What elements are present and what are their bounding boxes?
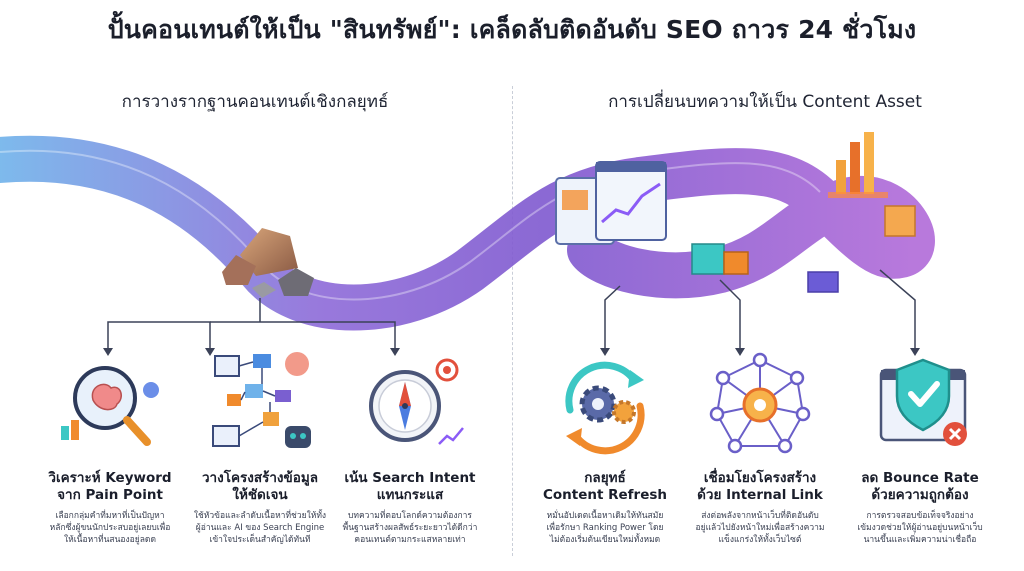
structure-flowchart-icon: [212, 352, 311, 448]
section-heading-foundation: การวางรากฐานคอนเทนต์เชิงกลยุทธ์: [121, 92, 389, 112]
gears-refresh-icon: [565, 361, 645, 455]
shield-check-icon: [879, 358, 967, 446]
journey-ribbon: [0, 135, 935, 331]
card-title: วางโครงสร้างข้อมูลให้ชัดเจน: [201, 470, 319, 503]
card-data-structure: วางโครงสร้างข้อมูลให้ชัดเจน ใช้หัวข้อและ…: [185, 350, 335, 546]
card-description: เลือกกลุ่มคำที่มหาที่เป็นปัญหาหลักซึ่งผู…: [49, 511, 171, 545]
card-content-refresh: กลยุทธ์Content Refresh หมั่นอัปเดตเนื้อห…: [530, 350, 680, 546]
browser-windows-illustration: [555, 161, 667, 245]
section-divider: [512, 86, 513, 556]
card-description: บทความที่ตอบโลกด์ความต้องการพื้นฐานสร้าง…: [342, 511, 478, 545]
card-internal-link: เชื่อมโยงโครงสร้างด้วย Internal Link ส่ง…: [685, 350, 835, 546]
card-title: กลยุทธ์Content Refresh: [542, 470, 668, 503]
section-heading-asset: การเปลี่ยนบทความให้เป็น Content Asset: [608, 92, 922, 112]
magnifier-brain-icon: [61, 366, 159, 446]
network-link-icon: [709, 352, 811, 454]
card-description: การตรวจสอบข้อเท็จจริงอย่างเข้มงวดช่วยให้…: [857, 511, 983, 545]
data-blocks-illustration: [691, 132, 916, 293]
page-title: ปั้นคอนเทนต์ให้เป็น "สินทรัพย์": เคล็ดลั…: [107, 15, 917, 44]
rocks-illustration: [222, 228, 314, 298]
connector-lines: [107, 269, 916, 352]
connector-arrowheads: [103, 348, 920, 356]
compass-target-icon: [369, 358, 464, 445]
card-description: ใช้หัวข้อและลำดับเนื้อหาที่ช่วยให้ทั้งผู…: [193, 511, 327, 545]
card-description: ส่งต่อพลังจากหน้าเว็บที่ติดอันดับอยู่แล้…: [695, 511, 825, 545]
card-title: เชื่อมโยงโครงสร้างด้วย Internal Link: [697, 470, 823, 503]
card-description: หมั่นอัปเดตเนื้อหาเดิมให้ทันสมัยเพื่อรัก…: [546, 511, 664, 545]
